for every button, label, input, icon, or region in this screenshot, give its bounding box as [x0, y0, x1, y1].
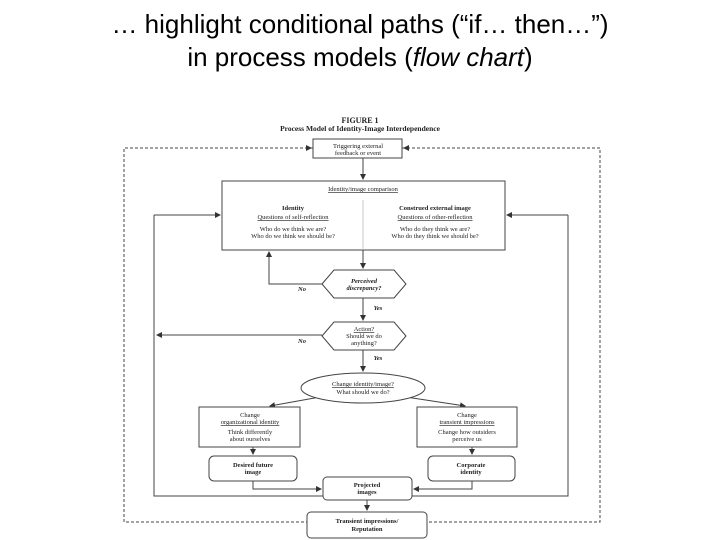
corporate-identity-box	[427, 455, 516, 482]
trigger-text: feedback or event	[335, 150, 381, 157]
figure-caption: Process Model of Identity-Image Interdep…	[280, 124, 441, 133]
right-box-text: transient impressions	[439, 419, 495, 426]
slide-title: … highlight conditional paths (“if… then…	[0, 8, 720, 74]
change-identity-ellipse	[300, 372, 426, 404]
corporate-text: identity	[460, 469, 482, 476]
right-box-text: Change how outsiders	[438, 429, 496, 436]
decision1-text: Perceived	[351, 278, 378, 285]
title-line-1: … highlight conditional paths (“if… then…	[111, 9, 609, 39]
desired-text: Desired future	[233, 462, 273, 469]
external-image-q1: Who do they think we are?	[400, 226, 470, 233]
external-image-q2: Who do they think we should be?	[391, 233, 478, 240]
projected-text: images	[357, 489, 377, 496]
left-box-text: organizational identity	[221, 419, 280, 426]
solid-loop	[153, 215, 569, 497]
change-transient-box	[416, 406, 518, 448]
right-box-text: Change	[457, 412, 477, 419]
left-box-text: Change	[240, 412, 260, 419]
decision2-text: Should we do	[346, 333, 382, 340]
transient-text: Transient impressions/	[336, 518, 399, 525]
decision1-text: discrepancy?	[346, 285, 382, 292]
desired-text: image	[245, 469, 262, 476]
right-box-text: perceive us	[452, 436, 482, 443]
transient-impressions-box	[306, 511, 428, 539]
trigger-text: Triggering external	[333, 143, 383, 150]
title-line-2: in process models (flow chart)	[187, 42, 533, 72]
left-box-text: Think differently	[228, 429, 273, 436]
decision-action	[321, 321, 407, 351]
identity-q1: Who do we think we are?	[260, 226, 327, 233]
no-label: No	[297, 286, 307, 293]
left-box-text: about ourselves	[230, 436, 271, 443]
projected-images-box	[322, 476, 413, 501]
identity-q2: Who do we think we should be?	[251, 233, 335, 240]
dashed-loop-right	[402, 147, 601, 523]
transient-text: Reputation	[351, 526, 382, 533]
corporate-text: Corporate	[457, 462, 486, 469]
comparison-heading: Identity/image comparison	[328, 186, 399, 193]
trigger-box	[312, 138, 403, 159]
comparison-box	[221, 180, 506, 251]
identity-subtitle: Questions of self-reflection	[257, 214, 329, 221]
decision2-title: Action?	[354, 326, 375, 333]
projected-text: Projected	[354, 482, 381, 489]
identity-title: Identity	[282, 205, 305, 212]
decision-perceived-discrepancy	[321, 269, 407, 299]
dashed-loop-left	[123, 147, 313, 523]
external-image-title: Construed external image	[399, 205, 471, 212]
figure-label: FIGURE 1	[341, 116, 378, 125]
change-title: Change identity/image?	[332, 381, 394, 388]
external-image-subtitle: Questions of other-reflection	[398, 214, 474, 221]
change-org-identity-box	[198, 406, 301, 448]
change-sub: What should we do?	[336, 389, 389, 396]
yes-label: Yes	[374, 305, 383, 312]
desired-future-image-box	[208, 455, 298, 482]
yes-label: Yes	[374, 355, 383, 362]
decision2-text: anything?	[351, 340, 377, 347]
no-label: No	[297, 338, 307, 345]
